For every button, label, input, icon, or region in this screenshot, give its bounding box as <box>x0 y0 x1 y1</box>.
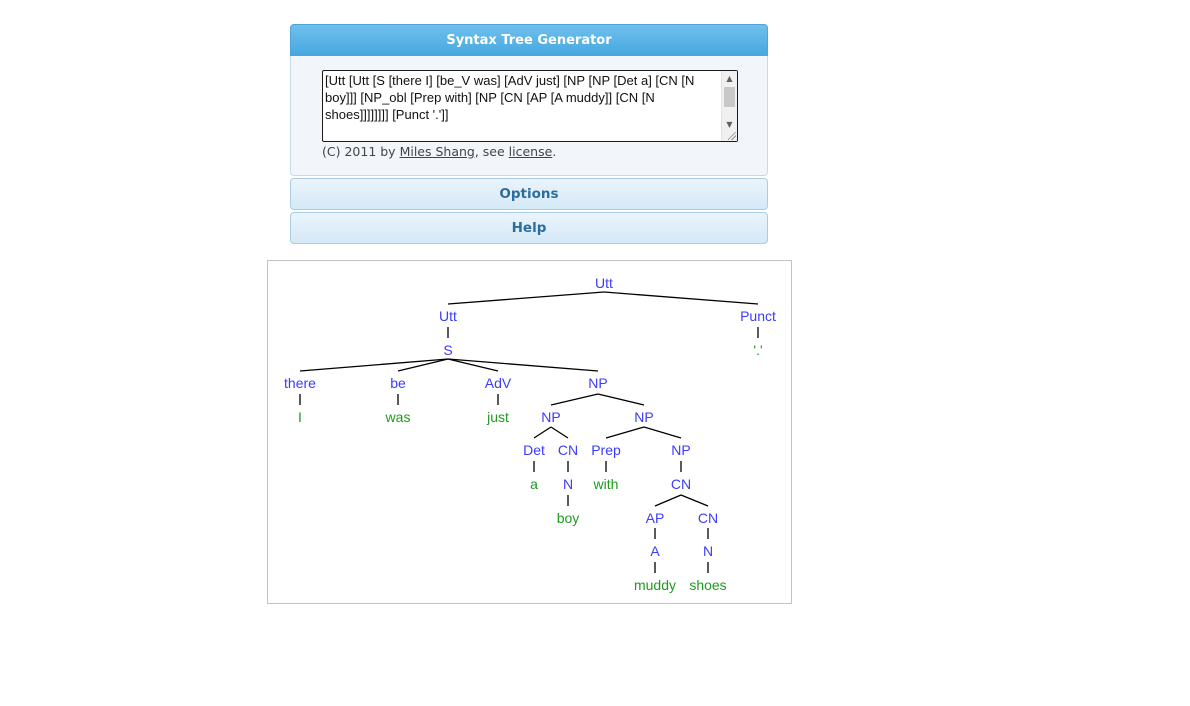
options-section-header[interactable]: Options <box>290 178 768 210</box>
tree-input-container: [Utt [Utt [S [there I] [be_V was] [AdV j… <box>322 70 738 142</box>
generator-panel: [Utt [Utt [S [there I] [be_V was] [AdV j… <box>290 56 768 176</box>
help-section-header[interactable]: Help <box>290 212 768 244</box>
tree-input[interactable]: [Utt [Utt [S [there I] [be_V was] [AdV j… <box>323 71 721 141</box>
copyright-prefix: (C) 2011 by <box>322 144 396 159</box>
leaf-punct: '.' <box>753 342 762 358</box>
node-np-top: NP <box>588 375 607 391</box>
scroll-up-icon[interactable]: ▲ <box>726 74 733 83</box>
leaf-with: with <box>593 476 619 492</box>
node-be: be <box>390 375 406 391</box>
branch <box>447 291 605 305</box>
node-cn-shoes: CN <box>698 510 718 526</box>
leaf-shoes: shoes <box>689 577 726 593</box>
leaf-was: was <box>385 409 411 425</box>
generator-title: Syntax Tree Generator <box>446 32 612 48</box>
node-n-shoes: N <box>703 543 713 559</box>
node-punct: Punct <box>740 308 776 324</box>
leaf-just: just <box>486 409 509 425</box>
branch <box>643 426 682 439</box>
branch <box>533 426 552 439</box>
syntax-tree-image: Utt Utt Punct '.' S there I be was AdV j… <box>267 260 792 604</box>
node-cn-boy: CN <box>558 442 578 458</box>
node-np-left: NP <box>541 409 560 425</box>
node-utt-inner: Utt <box>439 308 457 324</box>
leaf-i: I <box>298 409 302 425</box>
scroll-down-icon[interactable]: ▼ <box>726 120 733 129</box>
tree-labels: Utt Utt Punct '.' S there I be was AdV j… <box>284 275 776 593</box>
branch <box>550 393 599 406</box>
node-s: S <box>443 342 452 358</box>
textarea-scrollbar[interactable]: ▲ ▼ <box>721 71 737 141</box>
node-utt-root: Utt <box>595 275 613 291</box>
branch <box>680 494 709 507</box>
branch <box>397 358 449 372</box>
node-ap: AP <box>646 510 665 526</box>
branch <box>550 426 569 439</box>
node-cn-outer: CN <box>671 476 691 492</box>
author-link[interactable]: Miles Shang <box>399 144 475 159</box>
node-det: Det <box>523 442 545 458</box>
node-adv: AdV <box>485 375 512 391</box>
help-label: Help <box>511 220 547 236</box>
branch <box>603 291 759 305</box>
node-n-boy: N <box>563 476 573 492</box>
branch <box>447 358 499 372</box>
resize-grip-icon[interactable] <box>728 132 736 140</box>
tree-branches <box>299 291 759 573</box>
see-text: , see <box>474 144 505 159</box>
branch <box>654 494 682 507</box>
node-np-right: NP <box>634 409 653 425</box>
branch <box>597 393 645 406</box>
leaf-boy: boy <box>557 510 580 526</box>
copyright-period: . <box>552 144 557 159</box>
options-label: Options <box>499 186 559 202</box>
branch <box>447 358 599 372</box>
node-there: there <box>284 375 316 391</box>
leaf-a: a <box>530 476 538 492</box>
node-prep: Prep <box>591 442 621 458</box>
node-a: A <box>650 543 660 559</box>
copyright-line: (C) 2011 by Miles Shang, see license. <box>322 144 556 159</box>
scroll-thumb[interactable] <box>724 87 735 107</box>
syntax-tree-svg: Utt Utt Punct '.' S there I be was AdV j… <box>284 275 776 593</box>
leaf-muddy: muddy <box>634 577 676 593</box>
generator-header: Syntax Tree Generator <box>290 24 768 56</box>
branch <box>299 358 449 372</box>
license-link[interactable]: license <box>508 144 553 159</box>
branch <box>605 426 645 439</box>
node-np-shoes: NP <box>671 442 690 458</box>
